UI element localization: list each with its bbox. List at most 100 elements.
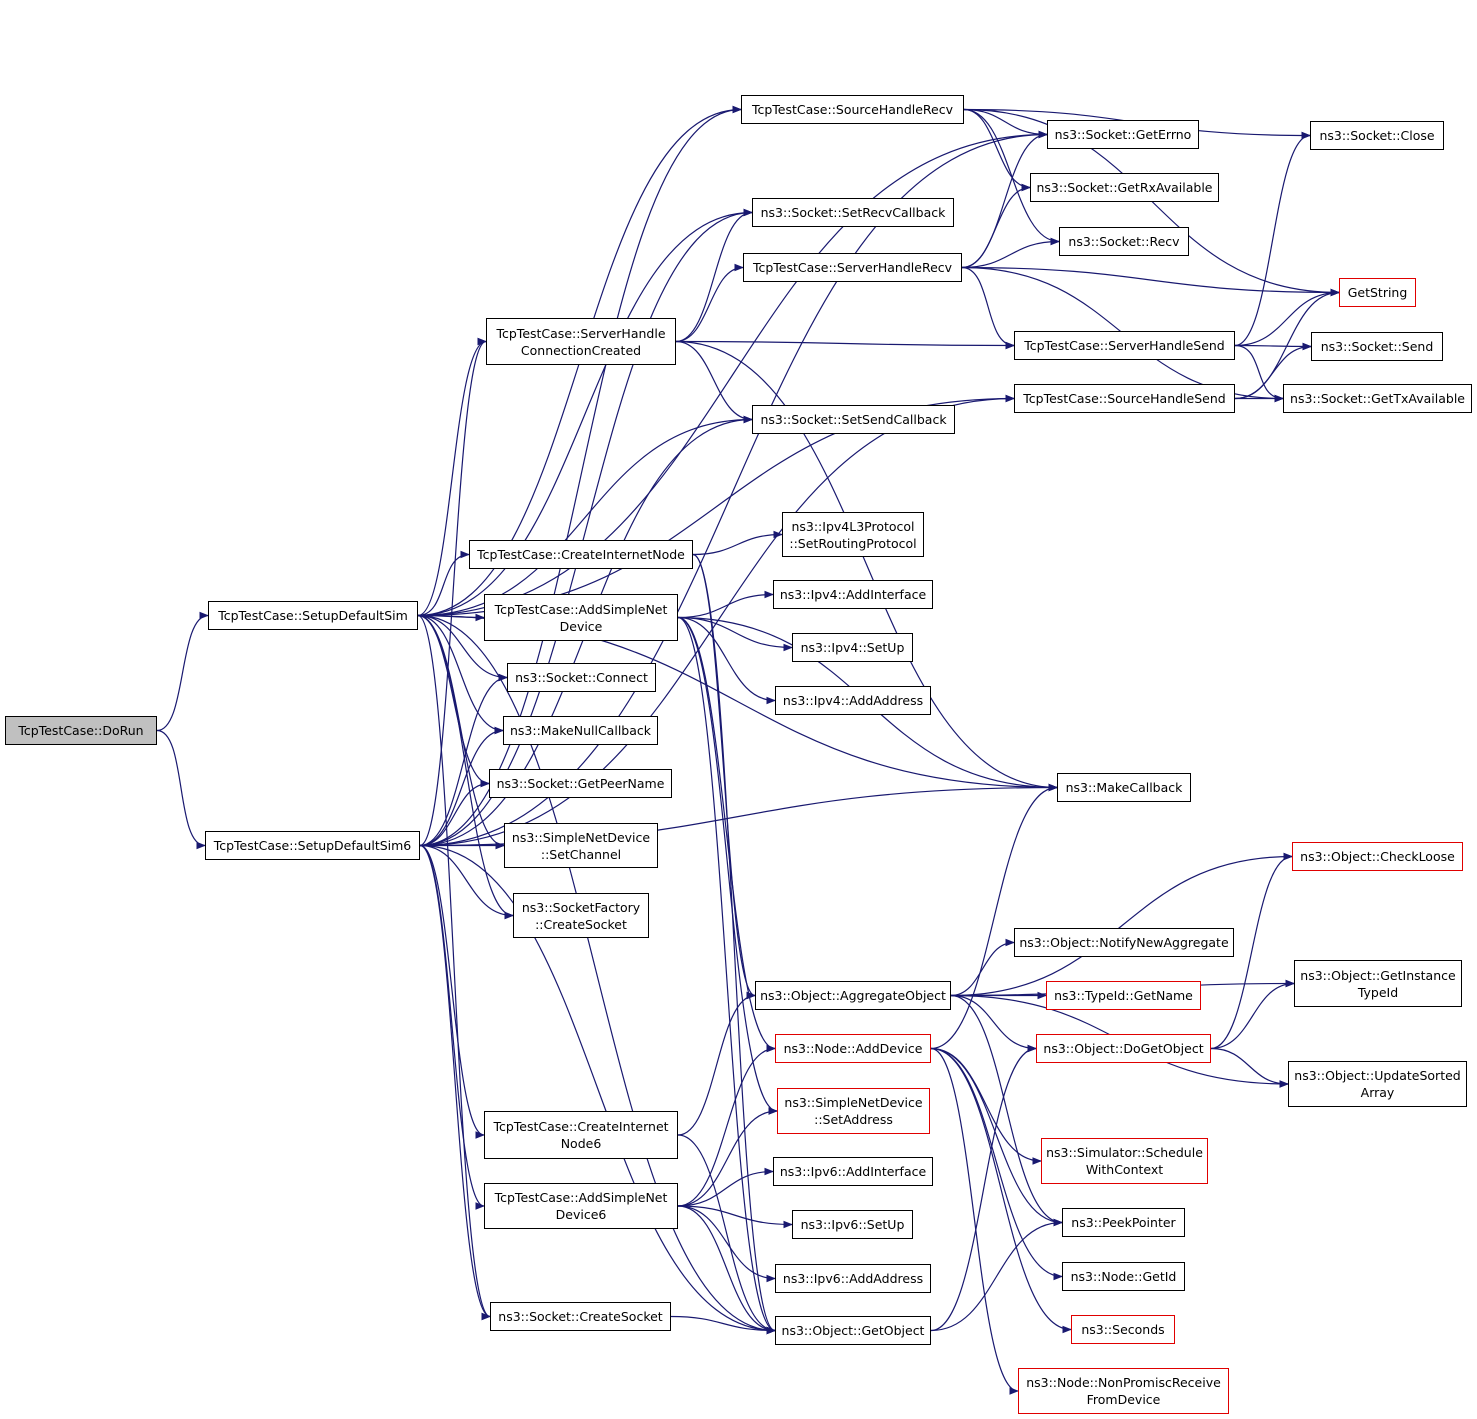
node-srcrecv[interactable]: TcpTestCase::SourceHandleRecv (741, 95, 964, 124)
edge-srvrecv-to-srvsend (961, 266, 1015, 350)
node-getinsttype[interactable]: ns3::Object::GetInstance TypeId (1294, 960, 1462, 1007)
edge-aggregate-to-dogetobject (950, 994, 1037, 1053)
node-nodegetid[interactable]: ns3::Node::GetId (1062, 1262, 1185, 1291)
edge-srvrecv-to-getrxavail (961, 183, 1031, 269)
edge-dogetobject-to-updatesorted (1210, 1047, 1289, 1088)
node-dogetobject[interactable]: ns3::Object::DoGetObject (1036, 1034, 1211, 1063)
edge-dogetobject-to-getinsttype (1210, 979, 1295, 1050)
node-checkloose[interactable]: ns3::Object::CheckLoose (1292, 842, 1463, 871)
node-setrouting[interactable]: ns3::Ipv4L3Protocol ::SetRoutingProtocol (782, 512, 924, 557)
node-schedctx[interactable]: ns3::Simulator::Schedule WithContext (1041, 1138, 1208, 1184)
node-adddevice[interactable]: ns3::Node::AddDevice (775, 1034, 931, 1063)
edge-dorun-to-setupsim (156, 611, 209, 732)
edge-adddevice-to-nonpromisc (930, 1047, 1019, 1395)
edge-srvsend-to-close (1234, 131, 1311, 347)
node-typeidname[interactable]: ns3::TypeId::GetName (1046, 981, 1201, 1010)
node-setchannel[interactable]: ns3::SimpleNetDevice ::SetChannel (504, 823, 658, 868)
edge-aggregate-to-peekptr (950, 994, 1063, 1227)
node-nonpromisc[interactable]: ns3::Node::NonPromiscReceive FromDevice (1018, 1368, 1229, 1414)
node-getstring[interactable]: GetString (1339, 278, 1416, 307)
edge-addsimple-to-getobject (677, 616, 776, 1335)
edge-srvsend-to-send (1234, 342, 1312, 351)
node-srvsend[interactable]: TcpTestCase::ServerHandleSend (1014, 331, 1235, 360)
edge-srvrecv-to-recv (961, 237, 1060, 269)
edge-setupsim-to-geterrno (417, 130, 1048, 617)
edge-setupsim-to-createinet (417, 550, 470, 617)
node-ipv6setup[interactable]: ns3::Ipv6::SetUp (792, 1210, 913, 1239)
edge-addsimple6-to-setaddress (677, 1107, 778, 1207)
node-send[interactable]: ns3::Socket::Send (1311, 332, 1443, 361)
edge-addsimple6-to-ipv6addif (677, 1167, 774, 1207)
edge-srvconn-to-srvsend (675, 340, 1015, 350)
node-seconds[interactable]: ns3::Seconds (1071, 1315, 1175, 1344)
node-setsendcb[interactable]: ns3::Socket::SetSendCallback (752, 405, 955, 434)
node-getrxavail[interactable]: ns3::Socket::GetRxAvailable (1030, 173, 1219, 202)
node-addsimple6[interactable]: TcpTestCase::AddSimpleNet Device6 (484, 1183, 678, 1229)
node-ipv4addaddr[interactable]: ns3::Ipv4::AddAddress (775, 686, 931, 715)
node-ipv6addaddr[interactable]: ns3::Ipv6::AddAddress (775, 1264, 931, 1293)
edge-createsock-to-getobject (670, 1315, 776, 1335)
node-ipv4setup[interactable]: ns3::Ipv4::SetUp (792, 633, 913, 662)
node-getpeer[interactable]: ns3::Socket::GetPeerName (489, 769, 672, 798)
edge-addsimple-to-ipv4addif (677, 590, 774, 619)
edge-createinet6-to-getobject (677, 1134, 776, 1335)
node-setupsim6[interactable]: TcpTestCase::SetupDefaultSim6 (205, 831, 420, 860)
edge-dogetobject-to-checkloose (1210, 852, 1293, 1050)
node-gettxavail[interactable]: ns3::Socket::GetTxAvailable (1283, 384, 1472, 413)
edge-createinet-to-setrouting (692, 530, 783, 556)
node-addsimple[interactable]: TcpTestCase::AddSimpleNet Device (484, 594, 678, 641)
edge-createinet-to-getobject (692, 553, 776, 1335)
node-dorun[interactable]: TcpTestCase::DoRun (5, 716, 157, 745)
node-updatesorted[interactable]: ns3::Object::UpdateSorted Array (1288, 1061, 1467, 1107)
node-ipv4addif[interactable]: ns3::Ipv4::AddInterface (773, 580, 933, 609)
edge-setupsim-to-makecallback (417, 614, 1058, 792)
node-createinet[interactable]: TcpTestCase::CreateInternetNode (469, 540, 693, 569)
edge-setupsim-to-setrecvcb (417, 208, 753, 617)
edge-setupsim6-to-makenull (419, 726, 504, 847)
edge-setupsim-to-srvconn (417, 337, 487, 617)
edge-adddevice-to-seconds (930, 1047, 1072, 1334)
edge-addsimple6-to-getobject (677, 1205, 776, 1335)
edge-srvrecv-to-getstring (961, 266, 1340, 297)
edge-setupsim6-to-createinet6 (419, 844, 485, 1139)
edge-setupsim-to-createsock (417, 614, 491, 1321)
node-geterrno[interactable]: ns3::Socket::GetErrno (1047, 120, 1199, 149)
node-connect[interactable]: ns3::Socket::Connect (507, 663, 656, 692)
edge-getobject-to-peekptr (930, 1218, 1063, 1332)
edge-addsimple-to-setaddress (677, 616, 778, 1115)
node-peekptr[interactable]: ns3::PeekPointer (1062, 1208, 1185, 1237)
edge-addsimple6-to-ipv6setup (677, 1205, 793, 1229)
edge-setupsim6-to-createsock (419, 844, 491, 1321)
edge-setupsim6-to-addsimple6 (419, 844, 485, 1210)
node-setaddress[interactable]: ns3::SimpleNetDevice ::SetAddress (777, 1088, 930, 1134)
node-setupsim[interactable]: TcpTestCase::SetupDefaultSim (208, 601, 418, 630)
edge-setupsim-to-connect (417, 614, 508, 682)
node-close[interactable]: ns3::Socket::Close (1310, 121, 1444, 150)
node-recv[interactable]: ns3::Socket::Recv (1059, 227, 1189, 256)
edge-aggregate-to-notifyagg (950, 938, 1015, 997)
node-createinet6[interactable]: TcpTestCase::CreateInternet Node6 (484, 1111, 678, 1159)
node-makecallback[interactable]: ns3::MakeCallback (1057, 773, 1191, 802)
edge-addsimple-to-ipv4addaddr (677, 616, 776, 705)
edge-srvsend-to-getstring (1234, 288, 1340, 347)
node-makenull[interactable]: ns3::MakeNullCallback (503, 716, 658, 745)
edge-srvconn-to-setrecvcb (675, 208, 753, 343)
node-getobject[interactable]: ns3::Object::GetObject (775, 1316, 931, 1345)
node-srvconn[interactable]: TcpTestCase::ServerHandle ConnectionCrea… (486, 318, 676, 365)
edge-setupsim-to-setsendcb (417, 415, 753, 617)
node-srvrecv[interactable]: TcpTestCase::ServerHandleRecv (743, 253, 962, 282)
node-aggregate[interactable]: ns3::Object::AggregateObject (755, 981, 951, 1010)
edge-addsimple6-to-ipv6addaddr (677, 1205, 776, 1283)
node-ipv6addif[interactable]: ns3::Ipv6::AddInterface (773, 1157, 933, 1186)
edge-setupsim6-to-connect (419, 673, 508, 847)
edge-adddevice-to-makecallback (930, 783, 1058, 1050)
node-notifyagg[interactable]: ns3::Object::NotifyNewAggregate (1014, 928, 1234, 957)
edge-setupsim6-to-geterrno (419, 130, 1048, 847)
node-createsock[interactable]: ns3::Socket::CreateSocket (490, 1302, 671, 1331)
node-srcsend[interactable]: TcpTestCase::SourceHandleSend (1014, 384, 1235, 413)
edge-srcrecv-to-getrxavail (963, 108, 1031, 192)
node-setrecvcb[interactable]: ns3::Socket::SetRecvCallback (752, 198, 954, 227)
node-sockfactory[interactable]: ns3::SocketFactory ::CreateSocket (513, 893, 649, 938)
edge-setupsim-to-makenull (417, 614, 504, 735)
